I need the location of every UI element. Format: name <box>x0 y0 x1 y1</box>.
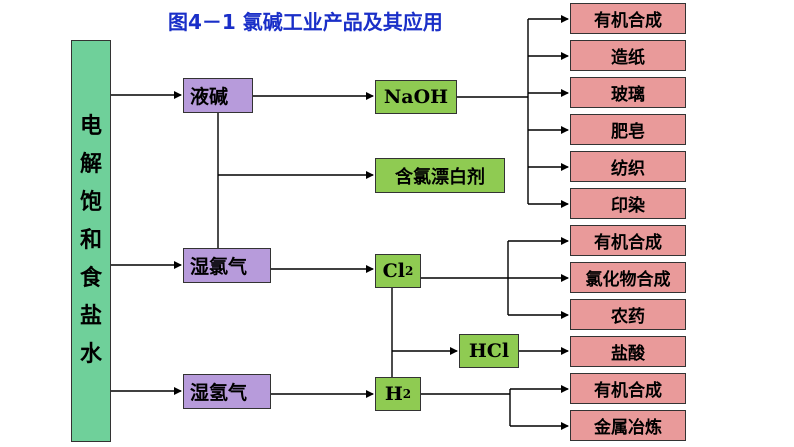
use-cl2-organic-synthesis: 有机合成 <box>570 225 686 256</box>
use-h2-organic-synthesis: 有机合成 <box>570 373 686 404</box>
source-char: 饱 <box>79 190 102 215</box>
node-naoh: NaOH <box>375 80 457 114</box>
use-naoh-papermaking: 造纸 <box>570 40 686 71</box>
use-naoh-textile: 纺织 <box>570 151 686 182</box>
source-char: 解 <box>79 152 102 177</box>
source-char: 盐 <box>79 304 102 329</box>
source-char: 食 <box>79 266 102 291</box>
cl2-sub: 2 <box>404 264 414 278</box>
use-cl2-chloride-synthesis: 氯化物合成 <box>570 262 686 293</box>
node-wet-hydrogen: 湿氢气 <box>183 374 271 409</box>
use-hcl-hydrochloric-acid: 盐酸 <box>570 336 686 367</box>
use-naoh-dyeing: 印染 <box>570 188 686 219</box>
use-naoh-glass: 玻璃 <box>570 77 686 108</box>
cl2-base: Cl <box>382 260 405 282</box>
node-lye: 液碱 <box>183 78 253 113</box>
diagram-title: 图4－1 氯碱工业产品及其应用 <box>168 10 443 34</box>
source-box-electrolysis: 电 解 饱 和 食 盐 水 <box>71 40 111 442</box>
use-cl2-pesticide: 农药 <box>570 299 686 330</box>
h2-base: H <box>384 383 403 405</box>
node-bleach: 含氯漂白剂 <box>375 158 505 193</box>
source-char: 水 <box>79 342 102 367</box>
use-h2-metal-smelting: 金属冶炼 <box>570 410 686 441</box>
source-char: 电 <box>79 114 102 139</box>
use-naoh-organic-synthesis: 有机合成 <box>570 3 686 34</box>
source-char: 和 <box>79 228 102 253</box>
h2-sub: 2 <box>402 387 412 401</box>
node-wet-chlorine: 湿氯气 <box>183 248 271 283</box>
node-hcl: HCl <box>459 334 519 368</box>
use-naoh-soap: 肥皂 <box>570 114 686 145</box>
